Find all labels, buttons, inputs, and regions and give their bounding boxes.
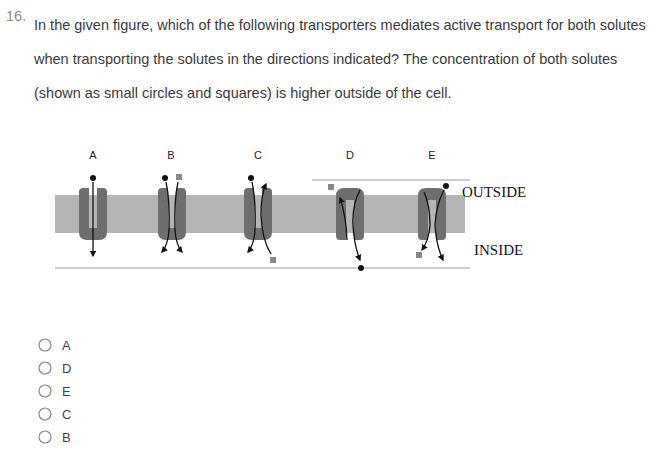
side-label: INSIDE xyxy=(474,242,523,259)
transporter-letter: D xyxy=(346,149,354,161)
option-label: E xyxy=(62,384,71,399)
transporter-letter: B xyxy=(167,149,174,161)
option-label: D xyxy=(62,361,71,376)
transporter-letter: C xyxy=(254,149,262,161)
option-label: C xyxy=(62,407,71,422)
question-text: In the given figure, which of the follow… xyxy=(34,8,664,110)
transporter-letter: E xyxy=(428,149,435,161)
option-label: B xyxy=(62,430,71,445)
question-number: 16. xyxy=(6,8,26,24)
side-label: OUTSIDE xyxy=(462,184,526,201)
option-label: A xyxy=(62,338,71,353)
transporter-letter: A xyxy=(89,149,96,161)
